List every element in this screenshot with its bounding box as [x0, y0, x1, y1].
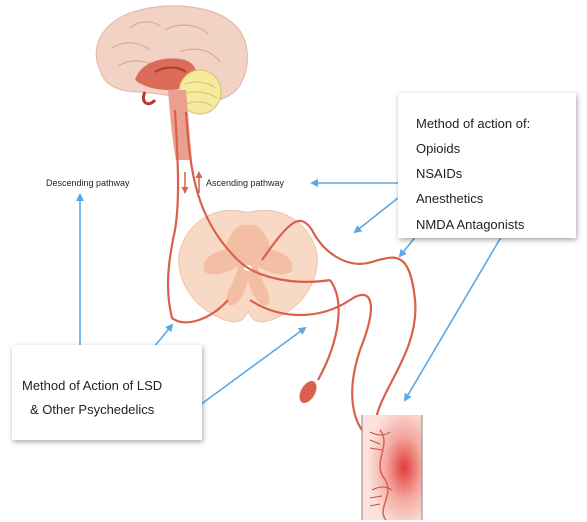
method-of-action-box: Method of action of: Opioids NSAIDs Anes…: [398, 93, 576, 238]
psychedelics-box: Method of Action of LSD & Other Psychede…: [12, 345, 202, 440]
spinal-cord-section: [179, 210, 317, 321]
muscle-spindle: [296, 378, 320, 406]
descending-pathway-label: Descending pathway: [46, 178, 130, 188]
arrow-to-skin: [405, 222, 510, 400]
drug-item-opioids: Opioids: [416, 141, 460, 156]
arrow-to-cord-right: [200, 328, 305, 405]
drug-item-nsaids: NSAIDs: [416, 166, 462, 181]
method-of-action-heading: Method of action of:: [416, 116, 530, 131]
drug-item-anesthetics: Anesthetics: [416, 191, 483, 206]
ascending-pathway-label: Ascending pathway: [206, 178, 284, 188]
efferent-nerve: [318, 280, 339, 380]
brain-illustration: [96, 6, 247, 160]
psychedelics-line-1: Method of Action of LSD: [22, 378, 162, 393]
arrow-to-dorsal-horn: [355, 198, 398, 232]
psychedelics-line-2: & Other Psychedelics: [30, 402, 154, 417]
skin-tissue-block: [362, 415, 422, 520]
drug-item-nmda-antagonists: NMDA Antagonists: [416, 217, 524, 232]
